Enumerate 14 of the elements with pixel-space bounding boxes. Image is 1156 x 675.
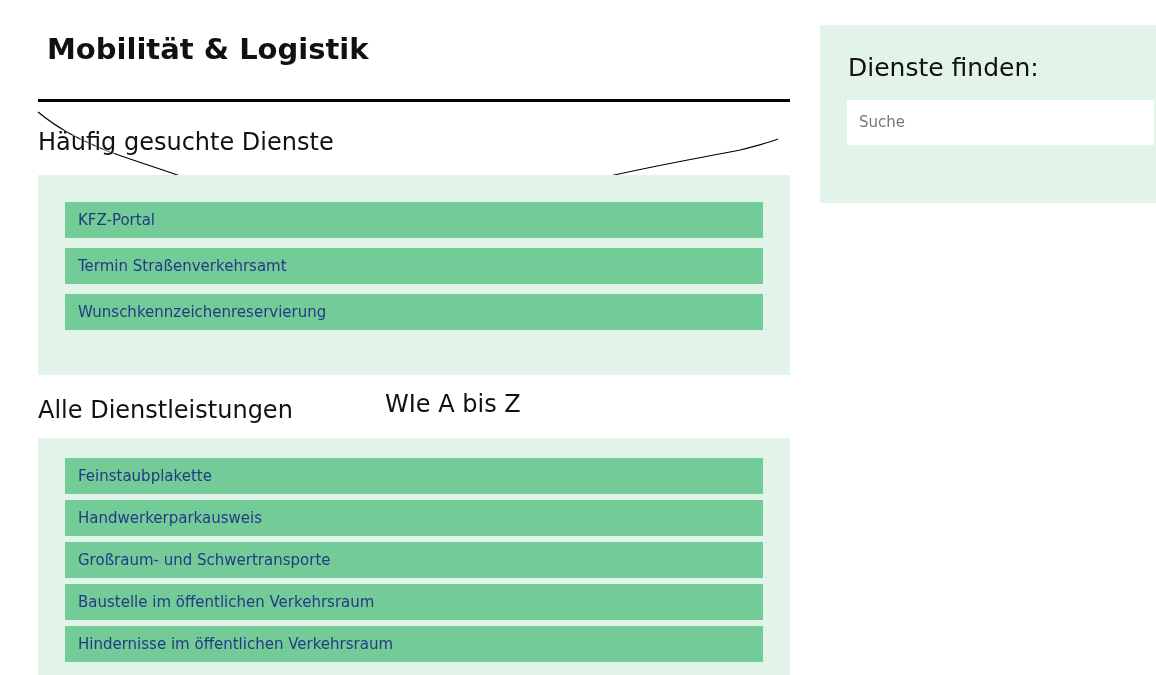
service-link: Großraum- und Schwertransporte bbox=[65, 542, 763, 578]
sidebar-panel bbox=[820, 25, 1156, 203]
service-link: Wunschkennzeichenreservierung bbox=[65, 294, 763, 330]
service-link: KFZ-Portal bbox=[65, 202, 763, 238]
service-link: Baustelle im öffentlichen Verkehrsraum bbox=[65, 584, 763, 620]
page-title: Mobilität & Logistik bbox=[47, 32, 369, 66]
sidebar-heading: Dienste finden: bbox=[848, 53, 1039, 82]
service-link: Handwerkerparkausweis bbox=[65, 500, 763, 536]
service-link: Termin Straßenverkehrsamt bbox=[65, 248, 763, 284]
service-link: Hindernisse im öffentlichen Verkehrsraum bbox=[65, 626, 763, 662]
note-text: WIe A bis Z bbox=[385, 390, 521, 418]
service-link: Feinstaubplakette bbox=[65, 458, 763, 494]
section-heading: Alle Dienstleistungen bbox=[38, 396, 293, 424]
search-field: Suche bbox=[847, 100, 1154, 145]
